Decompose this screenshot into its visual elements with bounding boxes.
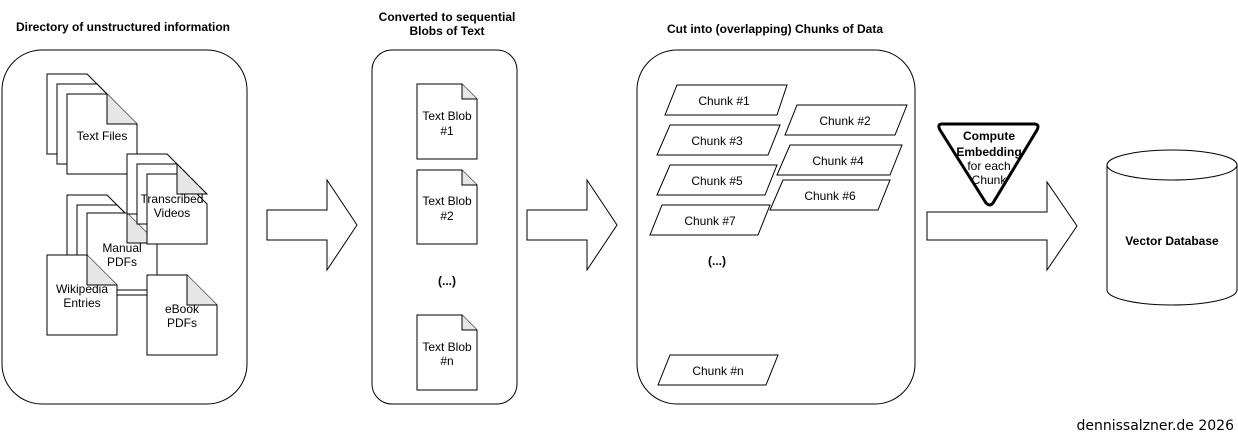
chunk-6-shape bbox=[769, 179, 891, 211]
vector-database-cylinder bbox=[1106, 149, 1238, 306]
ebook-label-line2: PDFs bbox=[167, 316, 197, 330]
ebook-label-line1: eBook bbox=[165, 302, 200, 316]
transcribed-videos-label-line2: Videos bbox=[154, 206, 190, 220]
chunk-n-label: Chunk #n bbox=[692, 364, 743, 378]
chunk-4-shape bbox=[776, 144, 903, 176]
text-files-document bbox=[46, 73, 138, 175]
wikipedia-label-line2: Entries bbox=[63, 296, 100, 310]
header-directory: Directory of unstructured information bbox=[16, 20, 230, 34]
embedding-label-line3: for each bbox=[967, 159, 1010, 173]
embedding-label-line2: Embedding bbox=[956, 145, 1021, 159]
chunk-3-label: Chunk #3 bbox=[691, 134, 743, 148]
embedding-label-line4: Chunk bbox=[972, 173, 1008, 187]
chunk-3-shape bbox=[656, 124, 781, 156]
manual-pdfs-label-line2: PDFs bbox=[107, 255, 137, 269]
chunk-2-shape bbox=[784, 104, 908, 136]
arrow-blobs-to-chunks bbox=[526, 178, 618, 272]
text-blob-2-label-line1: Text Blob bbox=[422, 194, 472, 208]
wikipedia-entries-document bbox=[46, 254, 118, 336]
embedding-label-line1: Compute bbox=[963, 129, 1015, 143]
header-chunks: Cut into (overlapping) Chunks of Data bbox=[667, 22, 883, 36]
chunk-7-shape bbox=[649, 204, 771, 236]
transcribed-videos-label-line1: Transcribed bbox=[141, 192, 204, 206]
manual-pdfs-label-line1: Manual bbox=[102, 241, 141, 255]
ebook-pdfs-document bbox=[146, 274, 218, 356]
credit-text: dennissalzner.de 2026 bbox=[1076, 418, 1234, 434]
chunk-2-label: Chunk #2 bbox=[819, 114, 871, 128]
chunk-ellipsis: (...) bbox=[708, 254, 726, 268]
text-blob-n-document bbox=[416, 314, 478, 391]
chunk-1-shape bbox=[664, 84, 788, 116]
text-blob-2-document bbox=[416, 169, 478, 245]
text-blob-1-label-line1: Text Blob bbox=[422, 109, 472, 123]
header-converted-line1: Converted to sequential bbox=[379, 10, 516, 24]
text-blob-ellipsis: (...) bbox=[438, 274, 456, 288]
vector-database-label: Vector Database bbox=[1125, 234, 1219, 248]
wikipedia-label-line1: Wikipedia bbox=[56, 282, 108, 296]
text-blob-2-label-line2: #2 bbox=[440, 209, 454, 223]
chunk-6-label: Chunk #6 bbox=[804, 189, 856, 203]
chunk-n-shape bbox=[657, 354, 779, 386]
text-files-label: Text Files bbox=[77, 129, 128, 143]
header-converted-line2: Blobs of Text bbox=[409, 24, 484, 38]
chunk-5-shape bbox=[656, 164, 778, 196]
arrow-directory-to-blobs bbox=[266, 178, 358, 272]
transcribed-videos-document bbox=[126, 153, 209, 245]
text-blob-n-label-line1: Text Blob bbox=[422, 340, 472, 354]
chunk-7-label: Chunk #7 bbox=[684, 214, 736, 228]
arrow-chunks-to-database bbox=[926, 180, 1078, 272]
chunk-1-label: Chunk #1 bbox=[698, 94, 750, 108]
text-blob-1-document bbox=[416, 83, 478, 160]
text-blob-n-label-line2: #n bbox=[440, 354, 453, 368]
chunk-5-label: Chunk #5 bbox=[691, 174, 743, 188]
chunk-4-label: Chunk #4 bbox=[812, 154, 864, 168]
compute-embedding-triangle bbox=[937, 122, 1040, 207]
text-blob-1-label-line2: #1 bbox=[440, 124, 454, 138]
